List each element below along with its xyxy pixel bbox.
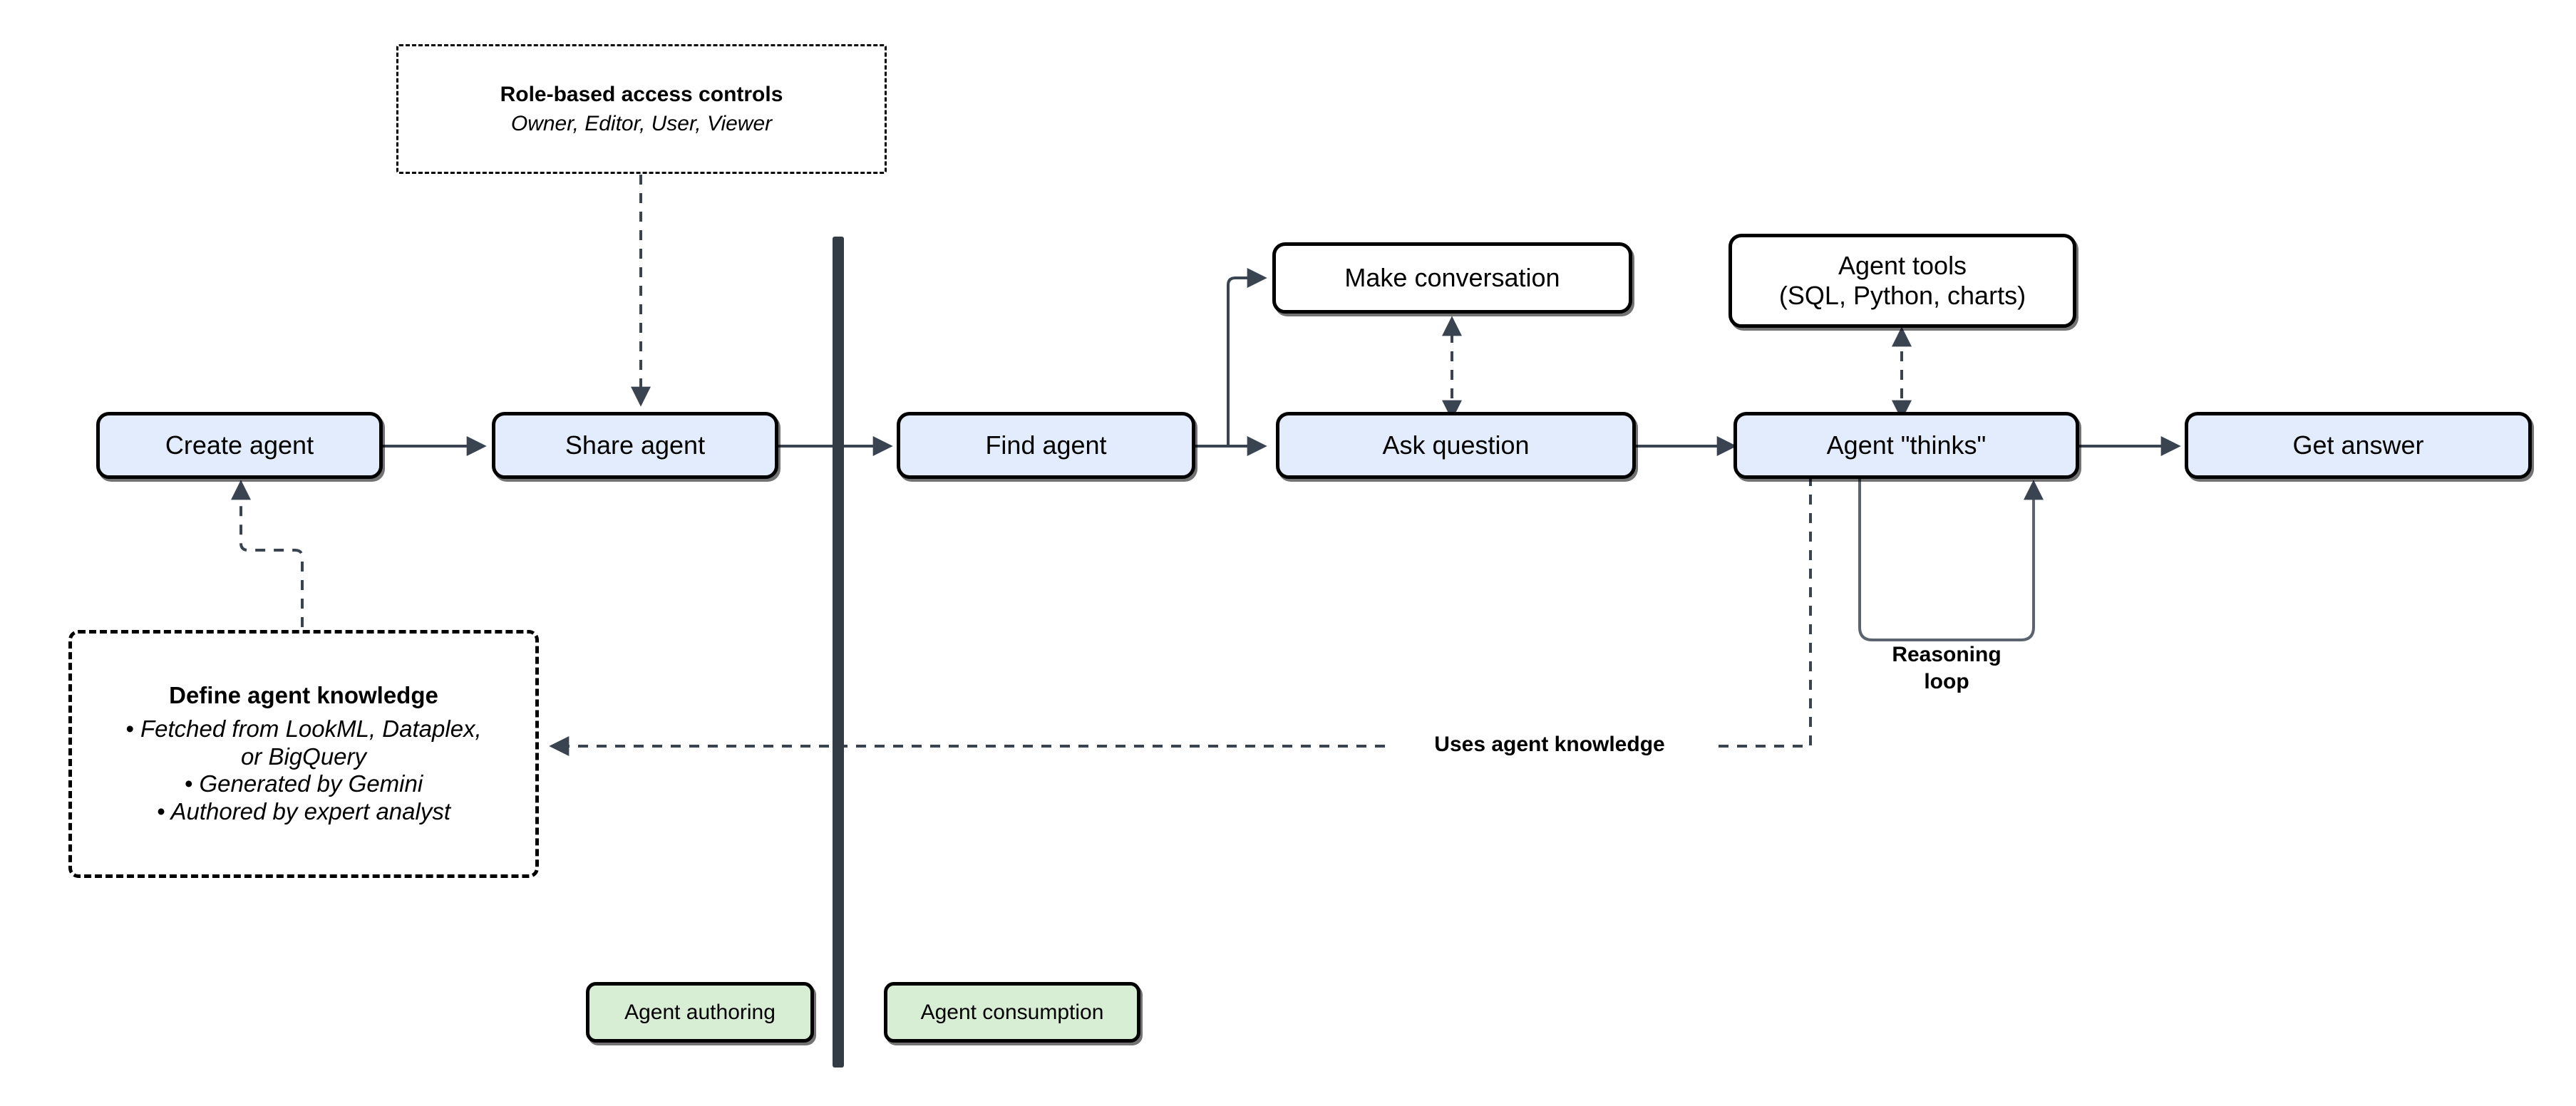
node-share-agent[interactable]: Share agent [492, 412, 778, 479]
node-agent-tools[interactable]: Agent tools (SQL, Python, charts) [1729, 234, 2076, 328]
note-role-based-access-controls: Role-based access controls Owner, Editor… [396, 44, 887, 174]
note-rbac-roles: Owner, Editor, User, Viewer [510, 112, 773, 135]
note-knowledge-item: • Generated by Gemini [184, 770, 423, 797]
note-define-agent-knowledge: Define agent knowledge • Fetched from Lo… [68, 630, 539, 878]
label-reasoning-loop-line-1: Reasoning [1892, 643, 2001, 666]
node-ask-question-label: Ask question [1382, 430, 1530, 460]
edge-uses-agent-knowledge [1714, 476, 1812, 748]
node-get-answer[interactable]: Get answer [2185, 412, 2532, 479]
note-knowledge-title: Define agent knowledge [169, 681, 438, 708]
label-uses-agent-knowledge-text: Uses agent knowledge [1434, 733, 1665, 756]
note-rbac-title: Role-based access controls [500, 82, 783, 106]
node-agent-thinks-label: Agent "thinks" [1826, 430, 1987, 460]
edge-find-to-make-conversation [1227, 268, 1267, 446]
node-find-agent[interactable]: Find agent [897, 412, 1195, 479]
node-make-conversation-label: Make conversation [1344, 262, 1560, 292]
edge-knowledge-to-create [231, 480, 304, 627]
node-agent-thinks[interactable]: Agent "thinks" [1733, 412, 2079, 479]
node-create-agent[interactable]: Create agent [96, 412, 383, 479]
node-ask-question[interactable]: Ask question [1276, 412, 1636, 479]
node-find-agent-label: Find agent [985, 430, 1107, 460]
label-reasoning-loop: Reasoning loop [1858, 641, 2036, 695]
label-uses-agent-knowledge: Uses agent knowledge [1385, 731, 1714, 758]
legend-agent-authoring[interactable]: Agent authoring [586, 982, 814, 1043]
legend-agent-consumption[interactable]: Agent consumption [884, 982, 1140, 1043]
node-share-agent-label: Share agent [565, 430, 706, 460]
node-get-answer-label: Get answer [2292, 430, 2424, 460]
node-make-conversation[interactable]: Make conversation [1272, 242, 1632, 314]
note-knowledge-item: • Fetched from LookML, Dataplex, [125, 715, 482, 742]
label-reasoning-loop-line-2: loop [1924, 669, 1969, 693]
note-knowledge-list: • Fetched from LookML, Dataplex, or BigQ… [82, 715, 525, 827]
note-knowledge-body: Define agent knowledge • Fetched from Lo… [72, 682, 535, 827]
node-agent-tools-line-2: (SQL, Python, charts) [1778, 281, 2026, 310]
node-agent-tools-line-1: Agent tools [1838, 250, 1967, 280]
note-knowledge-item: • Authored by expert analyst [156, 798, 451, 825]
legend-agent-consumption-label: Agent consumption [920, 1000, 1104, 1024]
section-divider [833, 237, 844, 1068]
legend-agent-authoring-label: Agent authoring [624, 1000, 776, 1024]
node-create-agent-label: Create agent [165, 430, 314, 460]
edge-reasoning-loop [1858, 477, 2044, 641]
note-knowledge-item: or BigQuery [240, 743, 367, 770]
